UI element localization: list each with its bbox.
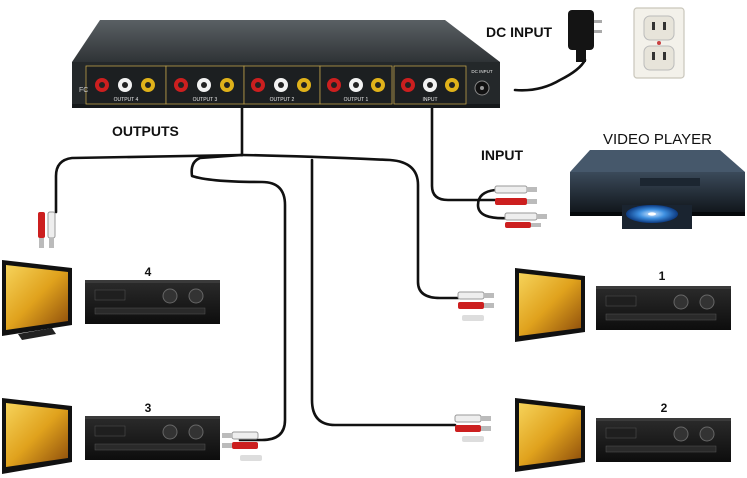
output-1-ports: OUTPUT 1 [319, 65, 393, 105]
output-2-ports: OUTPUT 2 [243, 65, 321, 105]
input-port-label: INPUT [423, 97, 438, 103]
blu-ray-player [570, 150, 745, 229]
station-2-number: 2 [661, 401, 668, 415]
output-4-label: OUTPUT 4 [114, 97, 139, 103]
station-4: 4 [2, 260, 220, 340]
station-4-number: 4 [145, 265, 152, 279]
cable-dc-power [513, 58, 587, 92]
cable-to-station-3 [190, 153, 287, 442]
plugs-station-1 [457, 291, 494, 321]
output-1-label: OUTPUT 1 [344, 97, 369, 103]
output-4-ports: OUTPUT 4 [85, 65, 167, 105]
amplifier-station-2 [596, 418, 731, 462]
station-1: 1 [515, 268, 731, 342]
input-label: INPUT [481, 147, 523, 163]
station-3-number: 3 [145, 401, 152, 415]
amplifier-station-3 [85, 416, 220, 460]
outputs-label: OUTPUTS [112, 123, 179, 139]
video-player-label: VIDEO PLAYER [603, 131, 712, 148]
amplifier-station-4 [85, 280, 220, 324]
input-ports: INPUT [393, 65, 467, 105]
dc-input-label: DC INPUT [486, 24, 553, 40]
output-2-label: OUTPUT 2 [270, 97, 295, 103]
dc-jack: DC INPUT [471, 69, 493, 96]
tv-station-3 [2, 398, 72, 474]
station-2: 2 [515, 398, 731, 472]
cable-input [430, 106, 497, 202]
input-rca-plugs [494, 185, 547, 228]
distribution-amplifier: OUTPUT 4 OUTPUT 3 OUTPUT 2 OUTPUT 1 [72, 20, 500, 108]
plugs-station-3 [222, 431, 262, 461]
output-3-label: OUTPUT 3 [193, 97, 218, 103]
power-adapter [568, 10, 602, 62]
plugs-station-4 [38, 211, 56, 248]
station-3: 3 [2, 398, 220, 474]
output-3-ports: OUTPUT 3 [165, 65, 245, 105]
tv-station-4 [2, 260, 72, 340]
tv-station-1 [515, 268, 585, 342]
amplifier-station-1 [596, 286, 731, 330]
plugs-station-2 [454, 414, 491, 442]
cable-to-station-2 [310, 158, 457, 427]
cable-to-station-1 [240, 153, 460, 300]
dc-jack-label: DC INPUT [471, 69, 493, 74]
station-1-number: 1 [659, 269, 666, 283]
cable-input-split [476, 188, 512, 220]
wall-outlet [633, 7, 685, 79]
tv-station-2 [515, 398, 585, 472]
ce-mark: FC [79, 87, 88, 94]
cable-to-station-4 [54, 153, 244, 214]
cables [54, 58, 587, 442]
